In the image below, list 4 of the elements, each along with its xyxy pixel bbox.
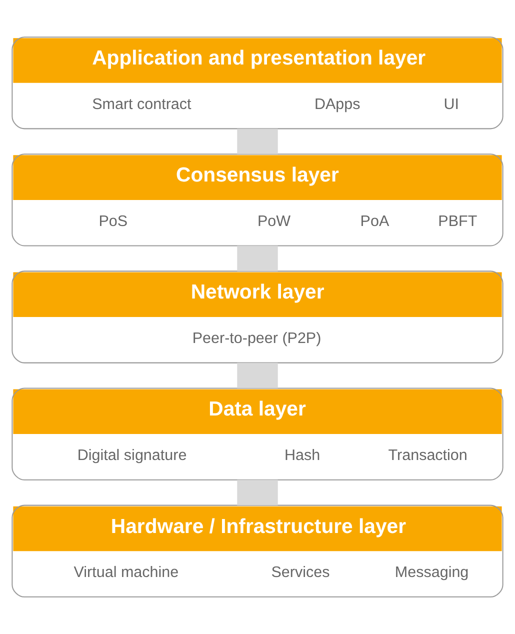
connector <box>237 246 278 272</box>
connector <box>237 362 278 388</box>
connector <box>237 480 278 506</box>
connector <box>237 128 278 154</box>
